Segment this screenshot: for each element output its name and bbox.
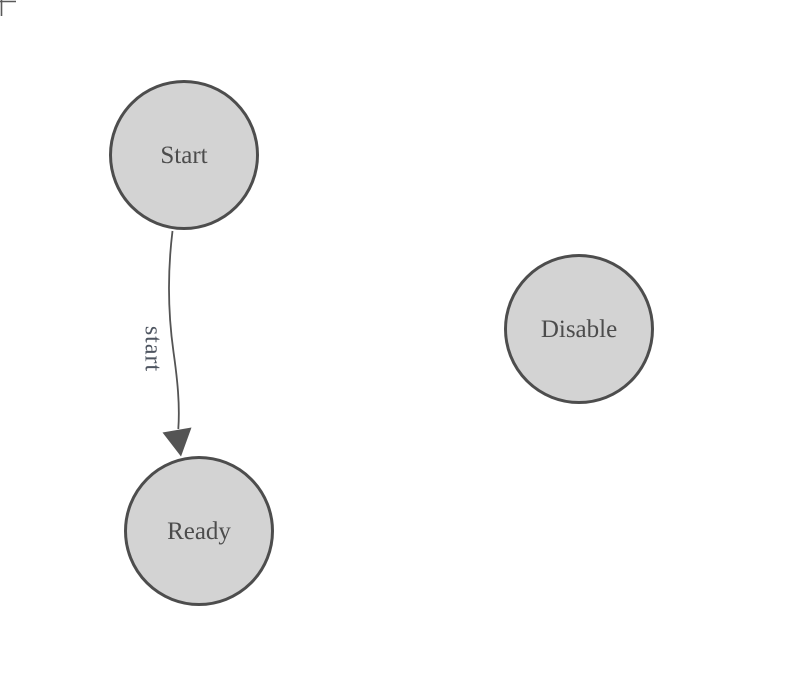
arrowhead-icon [162,427,192,457]
edge-label-start[interactable]: start [139,325,166,373]
node-disable-label: Disable [540,315,618,343]
node-start-label: Start [160,141,208,169]
node-ready-label: Ready [167,517,231,545]
origin-corner-mark-icon [0,0,16,16]
edge-path[interactable] [168,230,180,430]
node-disable[interactable]: Disable [504,254,654,404]
node-ready[interactable]: Ready [124,456,274,606]
edge-start-to-ready[interactable] [162,230,192,457]
node-start[interactable]: Start [109,80,259,230]
